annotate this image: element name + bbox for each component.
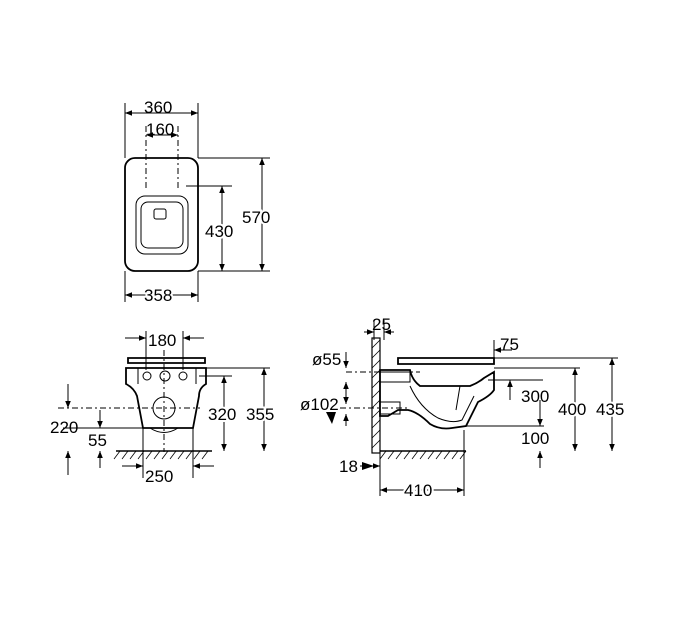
dim-570: 570: [242, 208, 270, 227]
dim-diameter-102: ø102: [300, 395, 339, 414]
dim-300: 300: [521, 387, 549, 406]
dim-100: 100: [521, 429, 549, 448]
front-view-inlet: [159, 370, 171, 382]
dim-250: 250: [145, 467, 173, 486]
front-view: 180 220 55 320 355 250: [50, 331, 276, 486]
dim-55: 55: [88, 431, 107, 450]
dim-400: 400: [558, 400, 586, 419]
side-view-wall: [371, 337, 381, 454]
dim-435: 435: [596, 400, 624, 419]
side-view-bowl: [379, 369, 495, 430]
dim-360: 360: [144, 98, 172, 117]
dim-358: 358: [144, 286, 172, 305]
top-view-bowl-opening: [135, 195, 189, 255]
side-view-inlet-pipe: [379, 371, 411, 383]
top-view-seat-hole: [153, 208, 167, 220]
dim-320: 320: [208, 405, 236, 424]
dim-180: 180: [148, 331, 176, 350]
dim-18: 18: [339, 457, 358, 476]
dim-diameter-55: ø55: [312, 350, 341, 369]
dim-160: 160: [146, 120, 174, 139]
front-view-fixing-hole-left: [142, 371, 152, 381]
side-view-seat: [397, 357, 495, 365]
front-view-seat: [127, 357, 206, 364]
side-view: 25 75 ø55 ø102 300 400 435 100 18 410: [300, 315, 626, 502]
dim-75: 75: [500, 335, 519, 354]
dim-430: 430: [205, 222, 233, 241]
dim-355: 355: [246, 405, 274, 424]
top-view-bowl-inner: [140, 201, 184, 249]
dim-220: 220: [50, 418, 78, 437]
front-view-fixing-hole-right: [178, 371, 188, 381]
dim-25: 25: [372, 315, 391, 334]
top-view-outline: [124, 157, 199, 272]
dim-410: 410: [404, 481, 432, 500]
top-view: 360 160 570 430 358: [124, 98, 272, 307]
